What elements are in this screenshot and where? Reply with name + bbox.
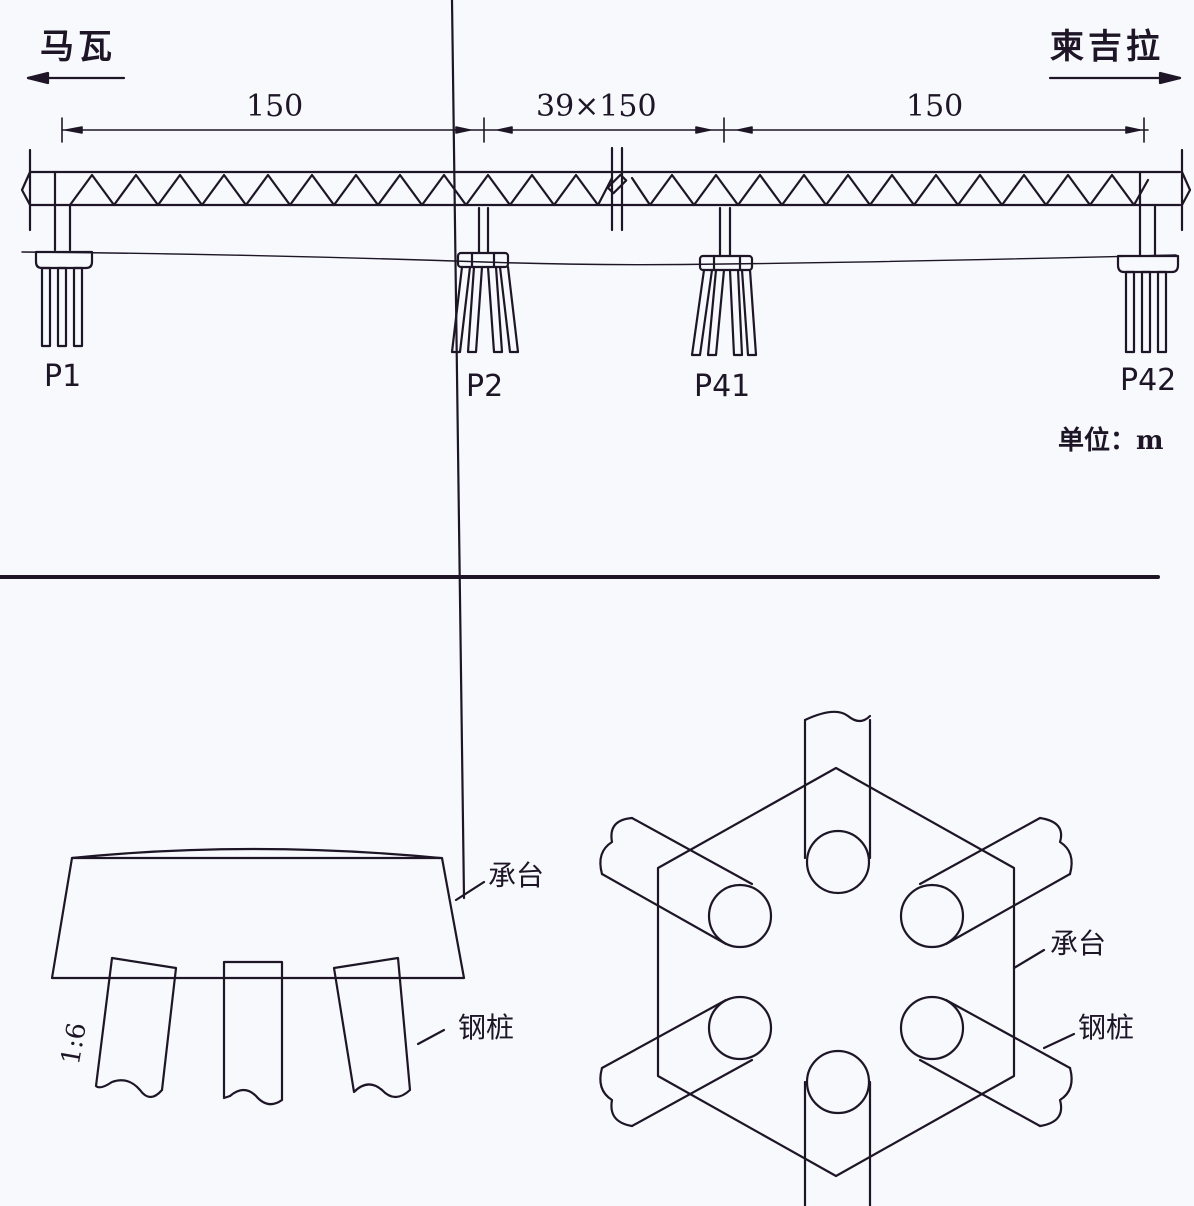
pier-label-p2: P2 [466,369,504,404]
unit-label: 单位：m [1058,426,1164,456]
plan-pile-label: 钢桩 [1078,1011,1135,1044]
pier-label-p42: P42 [1120,363,1177,398]
pier-label-p41: P41 [694,369,751,404]
pier-label-p1: P1 [44,359,82,394]
pier-p2 [450,206,520,354]
pier-p41 [690,206,758,357]
side-view-pile-cap [50,0,486,1106]
middle-spans-dimension: 39×150 [536,89,657,124]
ground-line [21,251,1177,266]
left-city-label: 马瓦 [40,27,116,67]
left-span-dimension: 150 [246,89,304,124]
plan-view-pile-cap [599,710,1076,1206]
right-span-dimension: 150 [906,89,964,124]
pier-p1 [34,170,94,348]
slope-ratio-label: 1:6 [56,1020,93,1067]
left-direction-arrow [26,71,126,85]
right-city-label: 柬吉拉 [1050,27,1164,67]
side-pile-label: 钢桩 [458,1011,515,1044]
dimension-line [61,117,1149,143]
pier-p42 [1116,170,1180,354]
side-cap-label: 承台 [488,859,545,892]
plan-cap-label: 承台 [1050,927,1107,960]
right-direction-arrow [1048,71,1182,85]
truss-girder [20,146,1192,232]
